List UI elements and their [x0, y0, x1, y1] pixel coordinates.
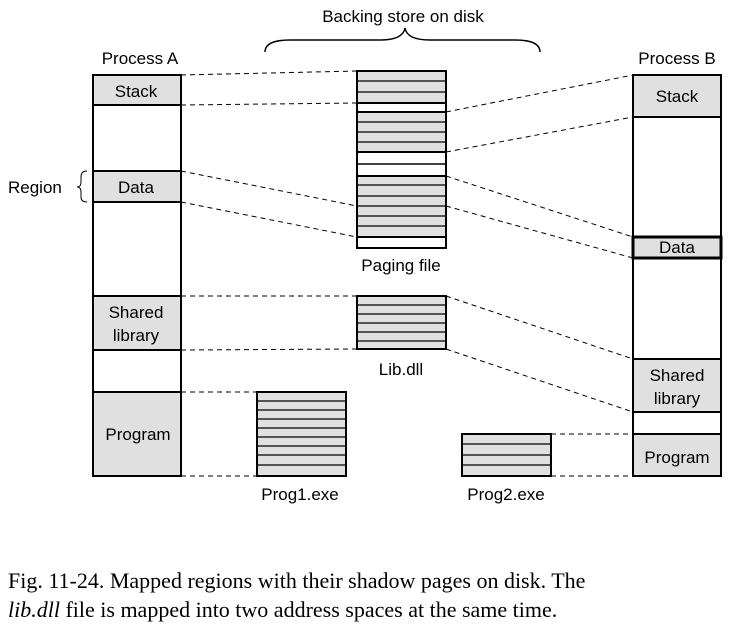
process-a-shared-label: Shared	[109, 303, 164, 322]
prog1-exe-file	[256, 391, 347, 477]
region-brace	[76, 170, 88, 203]
prog2-exe-label: Prog2.exe	[467, 485, 545, 504]
paging-file	[356, 70, 447, 249]
process-a-library-label: library	[113, 326, 160, 345]
prog1-exe-label: Prog1.exe	[261, 485, 339, 504]
paging-file-label: Paging file	[361, 256, 440, 275]
process-a-stack-label: Stack	[115, 82, 158, 101]
process-a-data-label: Data	[118, 178, 154, 197]
process-a-program-region	[92, 391, 182, 477]
process-b-label: Process B	[638, 49, 715, 68]
process-b-shared-label: Shared	[650, 366, 705, 385]
backing-store-label: Backing store on disk	[322, 7, 484, 26]
process-b-stack-label: Stack	[656, 87, 699, 106]
lib-dll-label: Lib.dll	[379, 360, 423, 379]
process-a-program-label: Program	[105, 425, 170, 444]
process-b-library-label: library	[654, 389, 701, 408]
caption-line-2: lib.dll file is mapped into two address …	[8, 595, 733, 624]
process-a-data-region	[92, 170, 182, 203]
mapping-lines	[180, 70, 634, 477]
region-label: Region	[8, 178, 62, 197]
process-b-program-label: Program	[644, 448, 709, 467]
lib-dll-file	[356, 295, 447, 350]
process-b-data-region	[631, 235, 723, 260]
caption-line-2-rest: file is mapped into two address spaces a…	[59, 597, 558, 622]
prog2-exe-file	[461, 433, 552, 477]
process-b-shared-library-region	[632, 358, 722, 413]
process-b-address-space	[631, 74, 723, 477]
process-a-shared-library-region	[92, 295, 182, 351]
process-a-label: Process A	[102, 49, 179, 68]
backing-store-brace	[264, 27, 541, 53]
figure-caption: Fig. 11-24. Mapped regions with their sh…	[8, 566, 733, 624]
process-a-stack-region	[92, 74, 182, 106]
memory-mapping-diagram: Backing store on disk Process A Stack Da…	[8, 7, 723, 504]
caption-lib-dll: lib.dll	[8, 597, 60, 622]
process-a-address-space	[92, 74, 182, 477]
process-b-program-region	[632, 433, 722, 477]
process-b-stack-region	[632, 74, 722, 118]
caption-line-1: Fig. 11-24. Mapped regions with their sh…	[8, 568, 586, 593]
process-b-data-label: Data	[659, 238, 695, 257]
